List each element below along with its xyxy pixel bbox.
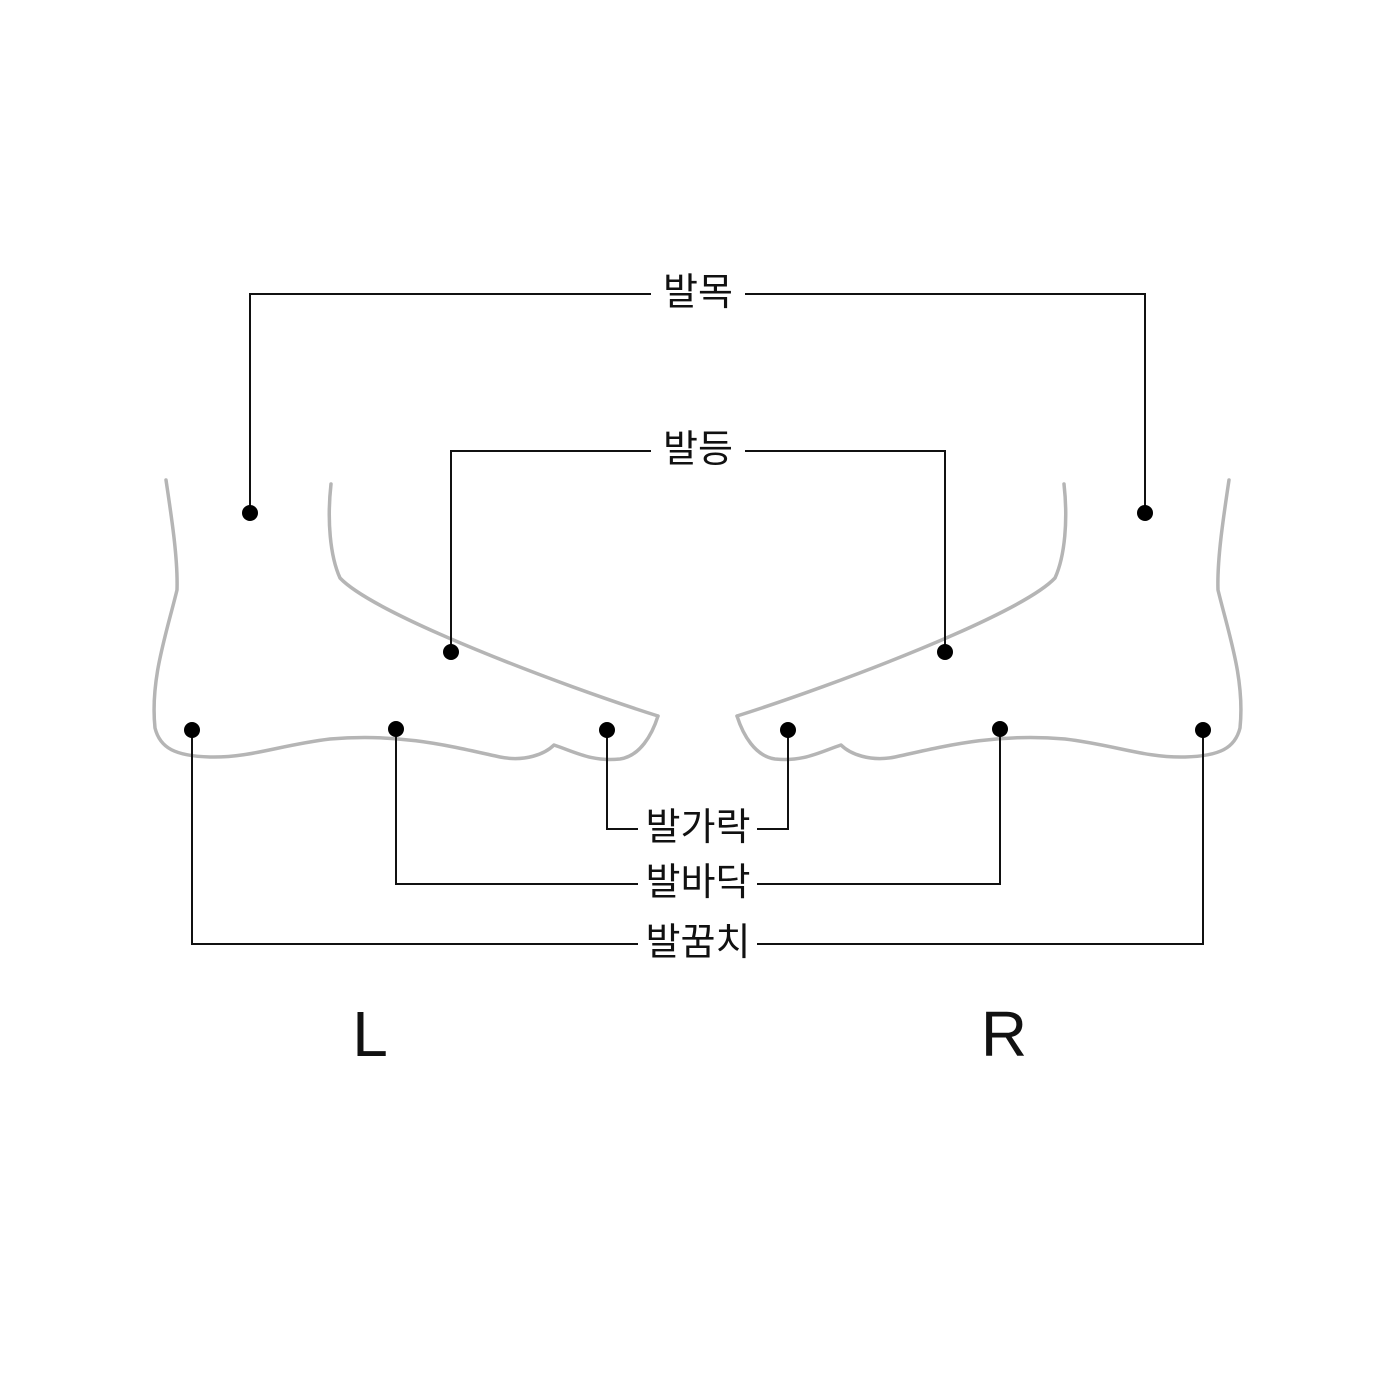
ankle-label: 발목 xyxy=(663,270,733,314)
left-side-label: L xyxy=(352,998,388,1070)
ankle-leader-right xyxy=(745,293,1146,513)
right-foot xyxy=(735,478,1243,762)
left-toes-point xyxy=(599,722,615,738)
right-foot-heel-outline xyxy=(735,478,1243,762)
toes-label: 발가락 xyxy=(646,805,751,849)
toes-leader-right xyxy=(757,730,789,830)
sole-leader-right xyxy=(757,729,1001,885)
left-heel-point xyxy=(184,722,200,738)
marker-points xyxy=(184,505,1211,738)
right-heel-point xyxy=(1195,722,1211,738)
left-ankle-point xyxy=(242,505,258,521)
left-instep-point xyxy=(443,644,459,660)
sole-label: 발바닥 xyxy=(646,860,751,904)
right-instep-point xyxy=(937,644,953,660)
instep-leader-right xyxy=(745,450,946,652)
left-foot-instep-outline xyxy=(327,482,660,718)
left-foot xyxy=(152,478,660,762)
left-sole-point xyxy=(388,721,404,737)
right-foot-instep-outline xyxy=(735,482,1068,718)
right-sole-point xyxy=(992,721,1008,737)
sole-leader-left xyxy=(395,729,638,885)
heel-leader-left xyxy=(191,730,638,945)
instep-label: 발등 xyxy=(663,427,733,471)
toes-leader-left xyxy=(606,730,638,830)
heel-label: 발꿈치 xyxy=(646,920,751,964)
right-ankle-point xyxy=(1137,505,1153,521)
part-labels: 발목 발등 발가락 발바닥 발꿈치 xyxy=(646,270,751,964)
right-toes-point xyxy=(780,722,796,738)
left-foot-heel-outline xyxy=(152,478,660,762)
leader-lines xyxy=(191,293,1204,945)
ankle-leader-left xyxy=(249,293,651,513)
instep-leader-left xyxy=(450,450,651,652)
heel-leader-right xyxy=(757,730,1204,945)
right-side-label: R xyxy=(981,998,1027,1070)
